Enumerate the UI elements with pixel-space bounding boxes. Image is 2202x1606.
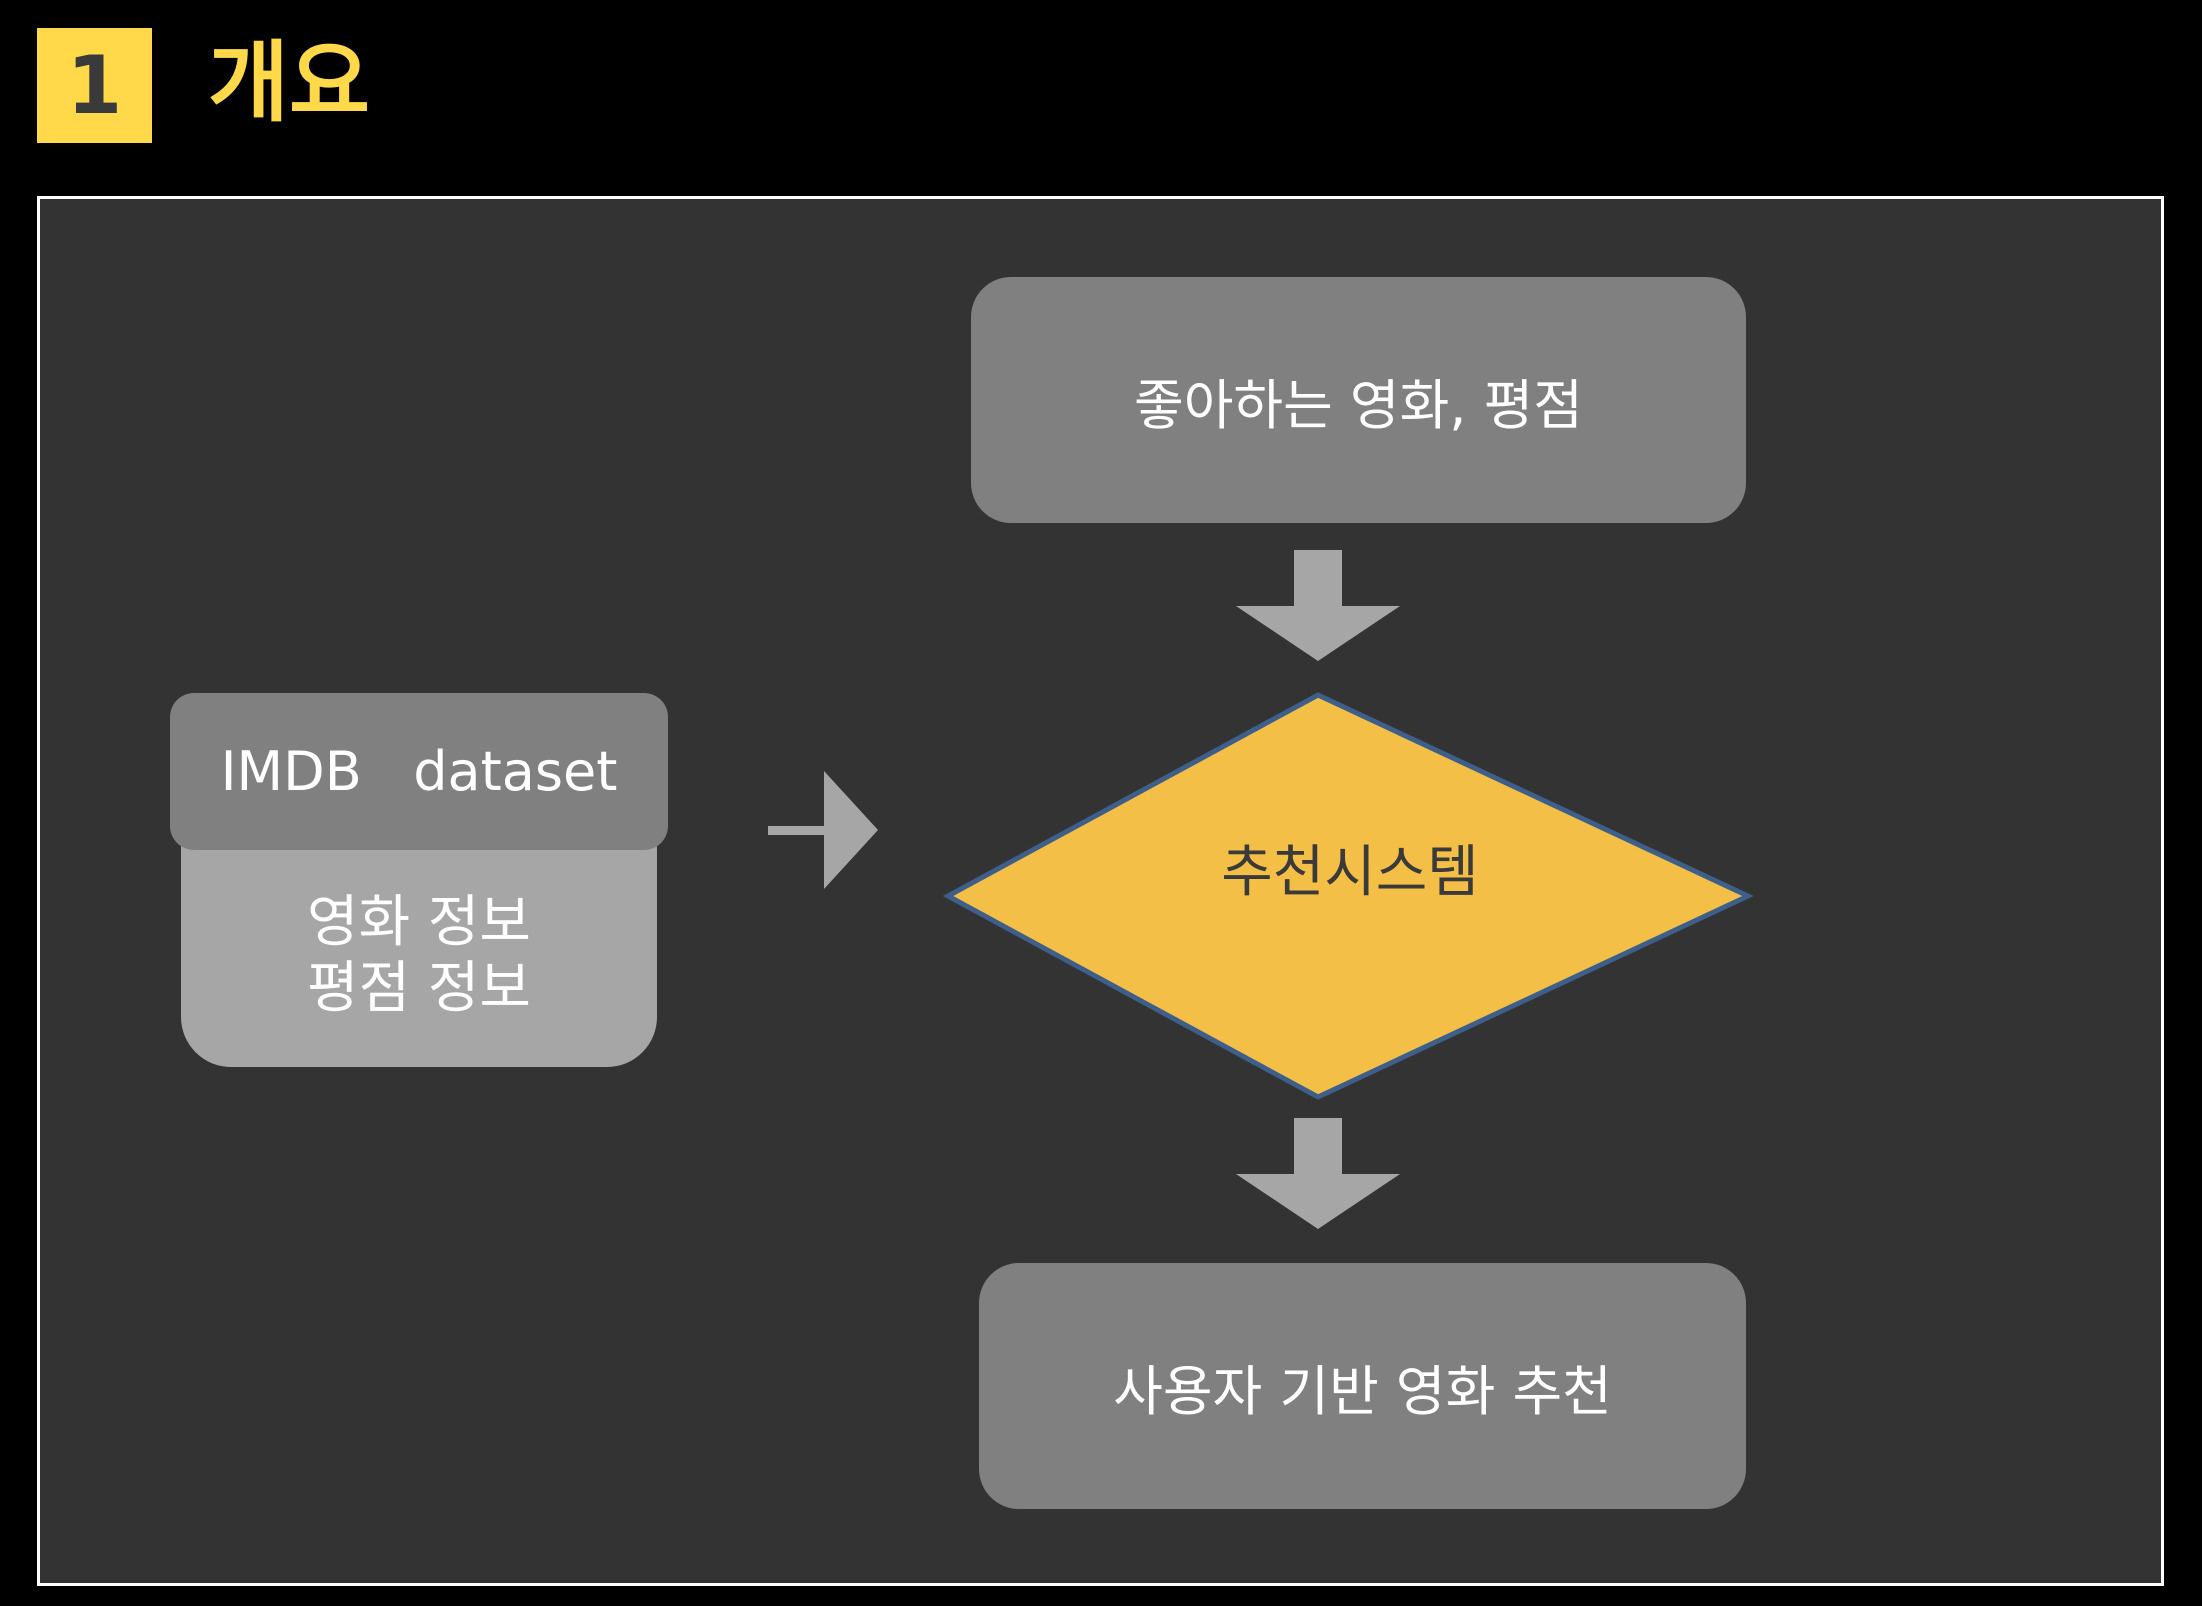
diagram-shapes	[768, 550, 1754, 1229]
input-box-favorite-movies: 좋아하는 영화, 평점	[971, 277, 1746, 523]
dataset-line-movie-info: 영화 정보	[307, 890, 531, 955]
decision-label: 추천시스템	[1221, 839, 1479, 905]
arrow-right	[768, 771, 878, 889]
diagram-panel: 좋아하는 영화, 평점 영화 정보 평점 정보 IMDB dataset 추천시…	[37, 196, 2164, 1586]
dataset-line-rating-info: 평점 정보	[307, 956, 531, 1021]
decision-diamond	[942, 692, 1754, 1100]
dataset-header: IMDB dataset	[170, 693, 668, 850]
slide-header: 1 개요	[0, 0, 2202, 190]
arrow-down-top	[1236, 550, 1400, 661]
section-number-badge: 1	[37, 28, 152, 143]
arrow-down-bottom	[1236, 1118, 1400, 1229]
section-title: 개요	[208, 31, 370, 134]
output-box-recommendation: 사용자 기반 영화 추천	[979, 1263, 1746, 1509]
